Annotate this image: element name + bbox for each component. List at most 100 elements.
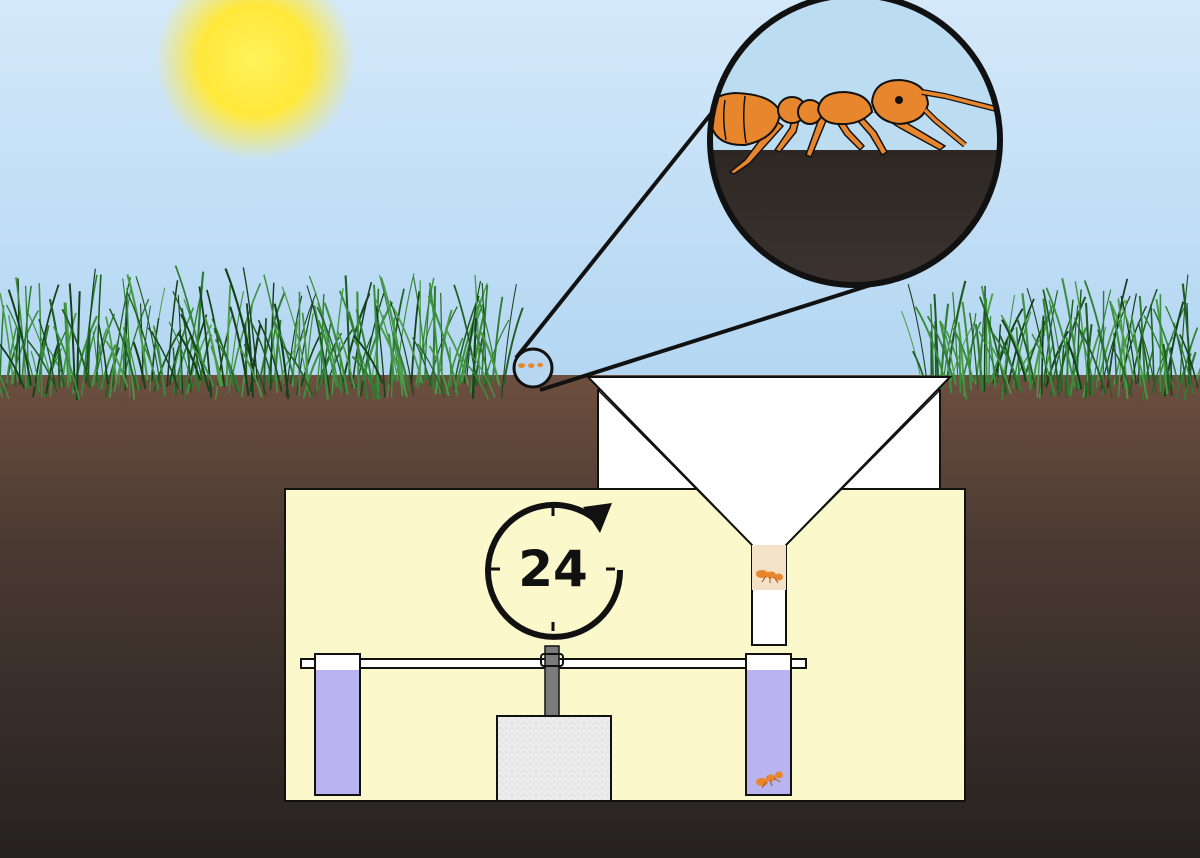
- grass-blade: [143, 345, 160, 391]
- grass-blade: [135, 276, 162, 388]
- grass-blade: [1060, 344, 1065, 393]
- grass-blade: [152, 325, 166, 397]
- grass-blade: [1112, 348, 1133, 397]
- grass-blade: [61, 308, 92, 389]
- grass-blade: [1036, 314, 1045, 398]
- grass-blade: [352, 337, 371, 384]
- grass-blade: [151, 317, 160, 382]
- grass-blade: [1065, 337, 1069, 396]
- grass-blade: [978, 296, 1008, 395]
- grass-blade: [1043, 290, 1059, 386]
- grass-blade: [0, 384, 3, 398]
- grass-blade: [933, 293, 940, 386]
- grass-blade: [85, 268, 96, 384]
- grass-blade: [76, 291, 81, 400]
- grass-blade: [387, 333, 395, 381]
- grass-blade: [257, 319, 283, 392]
- grass-blade: [39, 337, 67, 384]
- grass-blade: [444, 328, 470, 386]
- grass-blade: [1066, 341, 1083, 390]
- grass-blade: [0, 375, 10, 399]
- grass-blade: [322, 323, 332, 383]
- grass-blade: [360, 292, 385, 397]
- grass-blade: [1179, 274, 1189, 382]
- grass-blade: [453, 284, 479, 387]
- ant-icon: [756, 771, 783, 789]
- grass-blade: [320, 293, 325, 385]
- grass-blade: [1122, 308, 1149, 400]
- grass-blade: [337, 330, 356, 389]
- grass-blade: [97, 336, 104, 385]
- grass-blade: [21, 285, 32, 383]
- grass-blade: [7, 315, 19, 382]
- grass-blade: [97, 323, 109, 385]
- grass-blade: [974, 323, 984, 392]
- grass-blade: [302, 350, 322, 399]
- grass-blade: [1152, 308, 1179, 384]
- grass-blade: [26, 339, 58, 393]
- grass-blade: [172, 347, 177, 396]
- grass-blade: [0, 343, 26, 389]
- grass-blade: [104, 347, 121, 398]
- grass-blade: [373, 296, 399, 382]
- grass-blade: [245, 303, 254, 398]
- grass-blade: [7, 289, 32, 386]
- grass-blade: [353, 334, 384, 384]
- grass-blade: [474, 332, 492, 389]
- grass-blade: [502, 307, 524, 385]
- grass-blade: [282, 345, 314, 397]
- grass-blade: [1074, 281, 1089, 383]
- grass-blade: [1113, 332, 1118, 384]
- grass-blade: [428, 345, 450, 397]
- grass-blade: [1109, 300, 1127, 389]
- grass-blade: [198, 286, 213, 398]
- grass-blade: [48, 298, 65, 388]
- heater-block: [496, 715, 612, 802]
- grass-blade: [323, 302, 349, 395]
- grass-blade: [190, 344, 215, 387]
- grass-blade: [168, 321, 195, 391]
- grass-blade: [987, 341, 1012, 395]
- grass-blade: [270, 326, 278, 394]
- grass-blade: [1120, 295, 1137, 385]
- grass-blade: [988, 316, 992, 386]
- grass-blade: [105, 316, 118, 384]
- grass-blade: [338, 341, 342, 394]
- grass-blade: [372, 284, 380, 400]
- grass-blade: [1097, 300, 1126, 381]
- grass-blade: [1194, 367, 1200, 384]
- grass-blade: [969, 312, 979, 389]
- grass-blade: [228, 290, 245, 394]
- grass-blade: [410, 291, 421, 385]
- grass-blade: [1110, 304, 1135, 381]
- ant-icon: [518, 362, 544, 368]
- grass-blade: [356, 291, 360, 397]
- grass-blade: [1026, 288, 1049, 384]
- grass-blade: [377, 322, 408, 398]
- grass-blade: [281, 286, 311, 397]
- grass-blade: [471, 317, 478, 399]
- grass-left: [0, 265, 524, 400]
- grass-blade: [229, 306, 250, 396]
- grass-blade: [1031, 333, 1056, 396]
- grass-blade: [5, 325, 18, 384]
- grass-blade: [440, 292, 443, 391]
- grass-blade: [479, 331, 501, 386]
- grass-blade: [38, 283, 43, 398]
- grass-blade: [468, 351, 496, 398]
- grass-blade: [177, 332, 202, 381]
- grass-blade: [501, 284, 517, 399]
- grass-blade: [224, 268, 257, 383]
- grass-blade: [351, 355, 382, 400]
- grass-blade: [225, 284, 232, 386]
- grass-blade: [939, 320, 953, 394]
- grass-blade: [15, 276, 28, 389]
- grass-blade: [203, 316, 222, 387]
- grass-blade: [412, 337, 432, 387]
- funnel: [585, 376, 953, 646]
- grass-blade: [122, 327, 140, 391]
- grass-blade: [926, 315, 955, 382]
- grass-blade: [14, 329, 20, 387]
- grass-blade: [1170, 347, 1173, 397]
